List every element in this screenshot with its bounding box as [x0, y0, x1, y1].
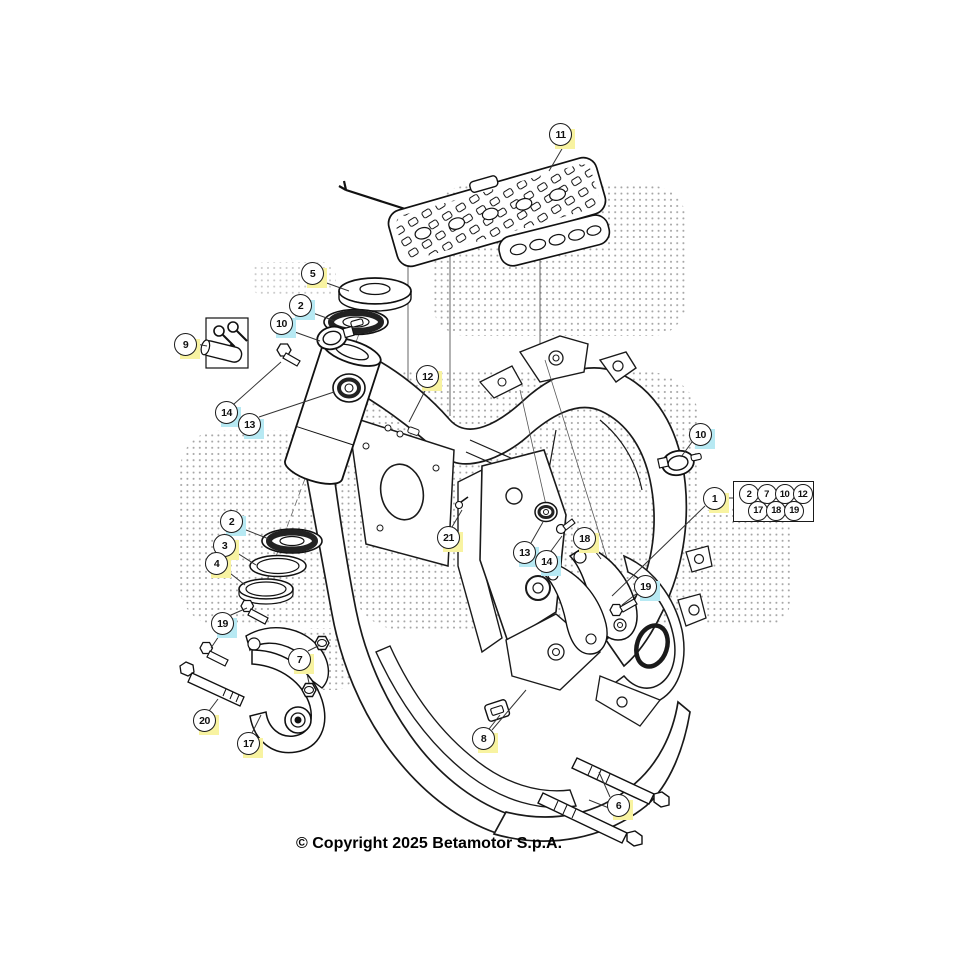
callout-8[interactable]: 8	[472, 727, 498, 753]
callout-number: 5	[301, 262, 324, 285]
bolt-20	[179, 661, 245, 707]
callout-number: 10	[689, 423, 712, 446]
callout-18[interactable]: 18	[573, 527, 599, 553]
nuts-7	[301, 635, 330, 698]
callout-12[interactable]: 12	[416, 365, 442, 391]
rubber-block-8	[484, 699, 511, 722]
spacer-left	[332, 373, 366, 403]
bracket-17	[245, 627, 329, 754]
callout-number: 9	[174, 333, 197, 356]
group-callout-19[interactable]: 19	[784, 500, 804, 521]
callout-number: 11	[549, 123, 572, 146]
callout-number: 14	[535, 550, 558, 573]
callout-2[interactable]: 2	[220, 510, 246, 536]
callout-6[interactable]: 6	[607, 794, 633, 820]
callout-9[interactable]: 9	[174, 333, 200, 359]
callout-number: 17	[237, 732, 260, 755]
callout-number: 8	[472, 727, 495, 750]
leader-lines	[195, 141, 733, 809]
callout-number: 13	[238, 413, 261, 436]
callout-10[interactable]: 10	[270, 312, 296, 338]
callout-5[interactable]: 5	[301, 262, 327, 288]
bolts-6	[537, 757, 670, 847]
callout-11[interactable]: 11	[549, 123, 575, 149]
callout-number: 4	[205, 552, 228, 575]
callout-number: 20	[193, 709, 216, 732]
callout-number: 19	[634, 575, 657, 598]
callout-number: 18	[573, 527, 596, 550]
callout-4[interactable]: 4	[205, 552, 231, 578]
callout-1[interactable]: 1	[703, 487, 729, 513]
seal-ring	[249, 554, 307, 578]
lock-set	[200, 317, 249, 369]
callout-13[interactable]: 13	[513, 541, 539, 567]
callout-number: 10	[270, 312, 293, 335]
callout-number: 13	[513, 541, 536, 564]
callout-number: 6	[607, 794, 630, 817]
bushing-13	[534, 501, 558, 523]
group-callout-18[interactable]: 18	[766, 500, 786, 521]
dust-cap	[338, 277, 412, 312]
clamp-right	[657, 449, 702, 477]
bolt-14-left	[276, 343, 301, 367]
group-callout-17[interactable]: 17	[748, 500, 768, 521]
lower-bearing	[261, 528, 323, 554]
small-bolts	[199, 496, 638, 667]
callout-number: 19	[211, 612, 234, 635]
callout-number: 21	[437, 526, 460, 549]
callout-19[interactable]: 19	[211, 612, 237, 638]
callout-number: 7	[288, 648, 311, 671]
callout-number: 12	[416, 365, 439, 388]
clamp-left	[316, 318, 364, 351]
callout-14[interactable]: 14	[215, 401, 241, 427]
callout-10[interactable]: 10	[689, 423, 715, 449]
skid-plate	[338, 156, 611, 268]
callout-number: 1	[703, 487, 726, 510]
callout-7[interactable]: 7	[288, 648, 314, 674]
copyright-text: © Copyright 2025 Betamotor S.p.A.	[296, 835, 563, 852]
callout-14[interactable]: 14	[535, 550, 561, 576]
callout-2[interactable]: 2	[289, 294, 315, 320]
callout-number: 2	[220, 510, 243, 533]
callout-20[interactable]: 20	[193, 709, 219, 735]
dust-ring	[238, 578, 294, 605]
main-frame	[304, 335, 713, 842]
callout-number: 14	[215, 401, 238, 424]
callout-21[interactable]: 21	[437, 526, 463, 552]
callout-19[interactable]: 19	[634, 575, 660, 601]
callout-number: 2	[289, 294, 312, 317]
skid-plate-flap	[498, 214, 611, 267]
group-callout-7[interactable]: 7	[756, 484, 777, 504]
callout-number: 3	[213, 534, 236, 557]
callout-13[interactable]: 13	[238, 413, 264, 439]
callout-17[interactable]: 17	[237, 732, 263, 758]
group-callout-12[interactable]: 12	[792, 484, 813, 504]
